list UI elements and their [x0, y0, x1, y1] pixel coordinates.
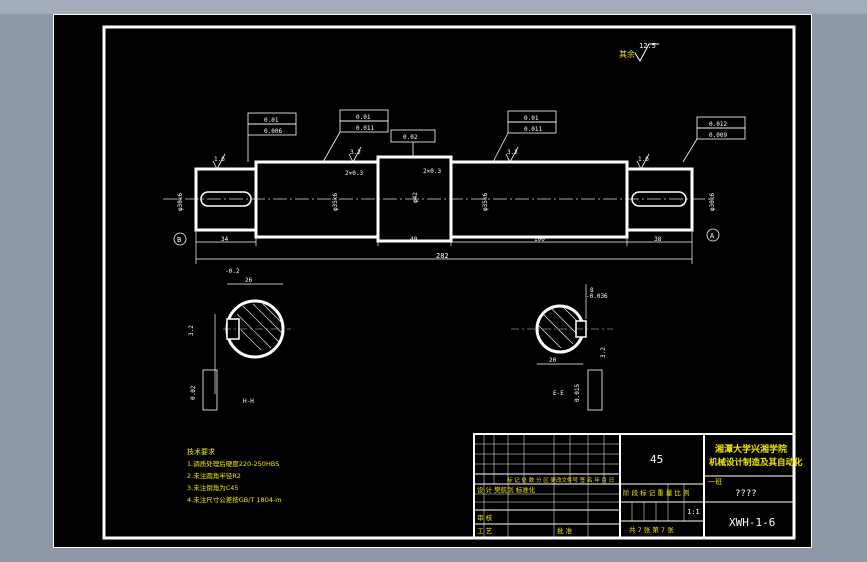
tol-f1-b: 0.006: [264, 128, 282, 135]
tol-f4-b: 0.011: [524, 126, 542, 133]
section-right-dim-tol: -0.036: [586, 293, 608, 300]
roughness-note-value: 12.5: [639, 42, 656, 50]
section-left: [202, 283, 291, 411]
tol-f5-a: 0.012: [709, 121, 727, 128]
section-left-rough: 3.2: [188, 325, 195, 336]
section-left-dim-small: -0.2: [225, 268, 240, 275]
title-design-row: 设 计 樊航剑 标准化: [477, 485, 536, 494]
tol-f5-b: 0.009: [709, 132, 727, 139]
tech-req-item-1: 1.调质处理后硬度220-250HBS: [187, 459, 279, 468]
datum-b-marker: [173, 232, 187, 246]
dim-seg-mid: 40: [410, 236, 418, 243]
roughness-symbol-icon: [634, 43, 659, 63]
title-header-row: 标 记 处 数 分 区 更改文件号 签 名 年 月 日: [507, 476, 614, 484]
outer-border: [53, 14, 812, 548]
section-right-rough: 3.2: [600, 347, 607, 358]
section-right-dim-bottom: 20: [549, 357, 557, 364]
tol-f2-b: 0.011: [356, 125, 374, 132]
shaft-profile: [194, 155, 694, 243]
section-right-dim-top: 8: [590, 287, 594, 294]
window-top-bar: [0, 0, 867, 14]
drawing-canvas[interactable]: 其余 12.5: [53, 14, 812, 548]
title-drawing-no: XWH-1-6: [729, 516, 775, 529]
datum-a-marker: [706, 228, 720, 242]
tech-req-title: 技术要求: [187, 447, 215, 456]
tech-req-item-2: 2.未注圆角半径R2: [187, 471, 241, 480]
dim-chamfer-1: 2×0.3: [345, 170, 363, 177]
title-stage-labels: 阶 段 标 记 重 量 比 例: [623, 488, 689, 497]
tol-f2-a: 0.01: [356, 114, 371, 121]
dim-seg-right-mid: 100: [534, 236, 545, 243]
roughness-note-label: 其余: [619, 49, 635, 59]
drawing-svg: 其余 12.5: [53, 14, 812, 548]
rough-16b: 1.6: [638, 156, 649, 163]
tech-req-item-4: 4.未注尺寸公差按GB/T 1804-m: [187, 495, 282, 504]
rough-32: 3.2: [350, 149, 361, 156]
title-scale: 1:1: [687, 508, 700, 516]
tol-f3: 0.02: [403, 134, 418, 141]
dim-dia-4: φ35k6: [482, 193, 489, 211]
roughness-marks: [212, 146, 650, 170]
tol-f4-a: 0.01: [524, 115, 539, 122]
title-sheets: 共 7 张 第 7 张: [629, 525, 674, 534]
section-right-flat-tol: 0.015: [574, 384, 581, 402]
dim-fit-right: φ30k6: [709, 193, 716, 211]
title-process: 工 艺: [477, 527, 493, 535]
section-right: [511, 284, 613, 411]
tech-requirements: 技术要求 1.调质处理后硬度220-250HBS 2.未注圆角半径R2 3.未注…: [187, 447, 282, 504]
title-class: 一班: [708, 477, 722, 486]
datum-b-label: B: [177, 236, 181, 244]
title-part-name: ????: [735, 489, 757, 499]
dimension-lines: [195, 230, 693, 264]
rough-16: 1.6: [214, 156, 225, 163]
dim-overall: 282: [436, 252, 449, 260]
datum-a-label: A: [710, 232, 715, 240]
title-school-line2: 机械设计制造及其自动化: [709, 457, 803, 468]
tol-f1-a: 0.01: [264, 117, 279, 124]
title-school-line1: 湘潭大学兴湘学院: [715, 443, 787, 455]
title-material: 45: [650, 453, 663, 466]
dim-chamfer-2: 2×0.3: [423, 168, 441, 175]
dim-seg-right: 38: [654, 236, 662, 243]
section-left-dim-top: 26: [245, 277, 253, 284]
inner-border: [102, 25, 796, 540]
section-left-label: H-H: [243, 398, 254, 405]
title-block: [473, 433, 795, 539]
tech-req-item-3: 3.未注倒角为C45: [187, 483, 239, 492]
title-review: 审 核: [477, 513, 493, 522]
dim-fit-left: φ30k6: [177, 193, 184, 211]
keyways: [200, 191, 687, 207]
section-left-flat-tol: 0.02: [190, 385, 197, 400]
dim-seg-left: 34: [221, 236, 229, 243]
rough-32b: 3.2: [507, 149, 518, 156]
title-approve: 批 准: [557, 526, 573, 535]
dim-dia-3: φ42: [412, 192, 419, 203]
tolerance-frames: [247, 109, 746, 163]
dim-dia-2: φ35k6: [332, 193, 339, 211]
section-right-label: E-E: [553, 390, 564, 397]
